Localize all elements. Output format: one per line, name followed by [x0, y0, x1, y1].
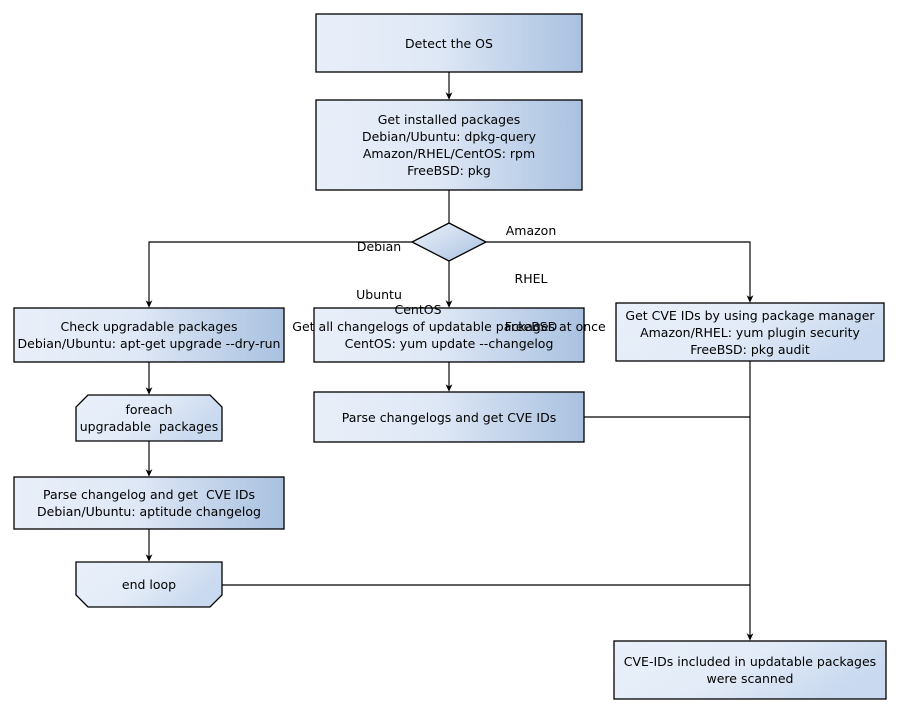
node-shape-get-all-changelogs — [313, 307, 585, 363]
node-shape-check-upgradable-packages — [13, 307, 285, 363]
node-shape-get-cve-ids-package-manager — [615, 302, 885, 362]
edge-label-line: Debian — [356, 239, 402, 254]
edge-decision-right-to-cve — [486, 241, 754, 303]
edge-label-centos: CentOS — [394, 270, 442, 350]
edge-label-amazon-rhel-freebsd: Amazon RHEL FreeBSD — [497, 191, 565, 367]
edge-label-line: RHEL — [514, 271, 548, 286]
edge-label-line: CentOS — [394, 302, 442, 317]
node-shape-detect-os — [315, 13, 583, 73]
node-shape-os-decision — [410, 222, 488, 262]
edge-decision-left-to-check — [145, 241, 412, 308]
node-shape-parse-changelogs-get-cve-ids — [313, 391, 585, 443]
node-shape-cve-ids-scanned — [613, 640, 887, 700]
edge-label-line: FreeBSD — [504, 319, 558, 334]
edge-label-line: Ubuntu — [356, 287, 402, 302]
node-shape-get-installed-packages — [315, 99, 583, 191]
edge-label-debian-ubuntu: Debian Ubuntu — [349, 207, 409, 335]
node-shape-foreach-loop-start — [75, 394, 223, 442]
node-shape-parse-changelog-aptitude — [13, 476, 285, 530]
node-shape-end-loop — [75, 561, 223, 608]
edge-label-line: Amazon — [505, 223, 557, 238]
